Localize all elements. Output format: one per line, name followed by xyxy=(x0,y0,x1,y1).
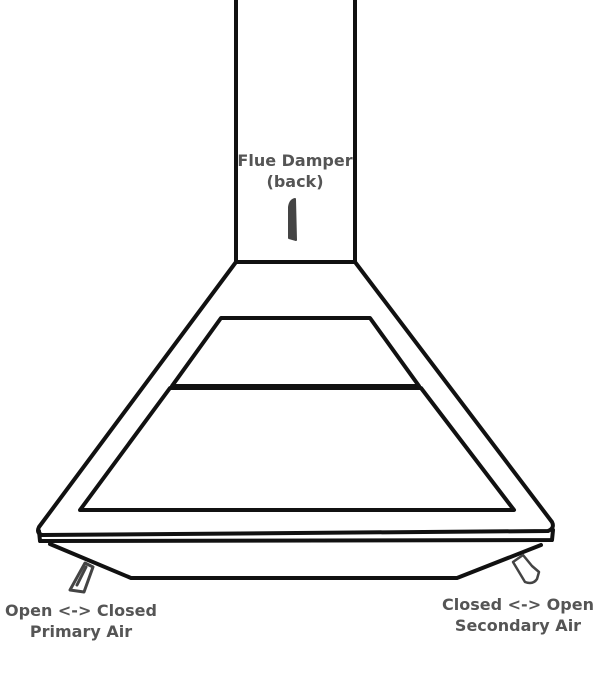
flue-damper-handle[interactable] xyxy=(288,198,297,241)
secondary-air-label: Closed <-> Open Secondary Air xyxy=(436,594,600,636)
secondary-air-name: Secondary Air xyxy=(454,616,582,635)
firebox-opening-panel xyxy=(78,386,516,512)
primary-air-lever[interactable] xyxy=(68,561,95,594)
flue-damper-subtitle: (back) xyxy=(266,172,324,191)
primary-air-lever-inner xyxy=(75,565,88,587)
flue-damper-label: Flue Damper (back) xyxy=(230,150,360,192)
hearth-bowl xyxy=(48,542,543,580)
fireplace-hood xyxy=(36,260,555,537)
secondary-air-range: Closed <-> Open xyxy=(442,595,594,614)
secondary-air-lever[interactable] xyxy=(511,553,541,585)
hood-upper-panel xyxy=(170,316,421,388)
chimney-flue xyxy=(234,0,357,264)
primary-air-name: Primary Air xyxy=(29,622,133,641)
flue-damper-title: Flue Damper xyxy=(237,151,353,170)
hearth-rim xyxy=(37,528,555,543)
primary-air-label: Open <-> Closed Primary Air xyxy=(0,600,162,642)
primary-air-range: Open <-> Closed xyxy=(5,601,157,620)
